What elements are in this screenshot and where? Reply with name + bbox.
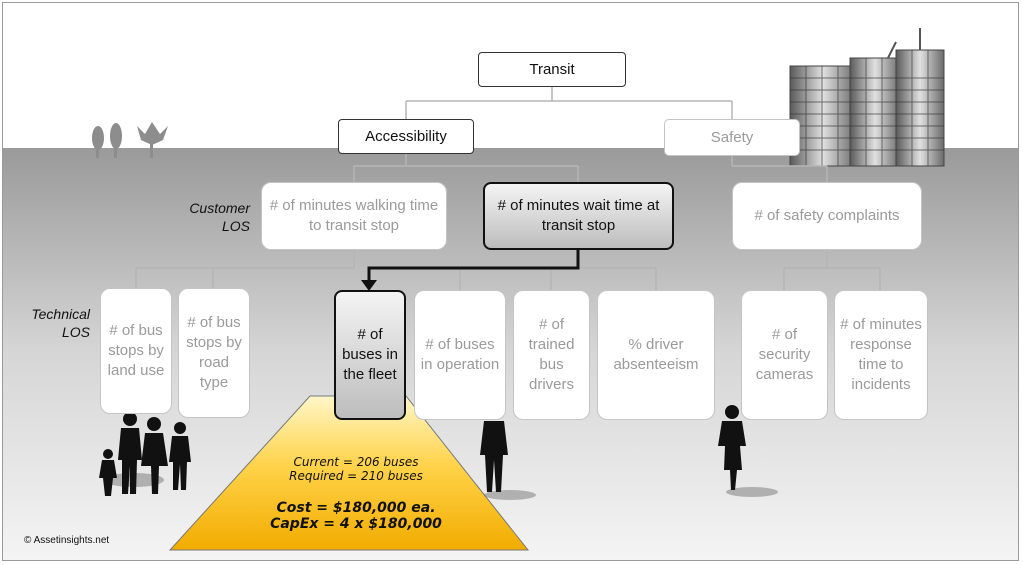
node-safety-complaints: # of safety complaints [732, 182, 922, 250]
callout-required: Required = 210 buses [289, 469, 423, 483]
node-walking-time: # of minutes walking time to transit sto… [261, 182, 447, 250]
node-wait-time: # of minutes wait time at transit stop [483, 182, 674, 250]
customer-los-label: Customer LOS [189, 200, 250, 234]
callout-capex: CapEx = 4 x $180,000 [270, 516, 442, 532]
node-security-cameras: # of security cameras [741, 290, 828, 420]
node-response-time: # of minutes response time to incidents [834, 290, 928, 420]
node-buses-in-fleet: # of buses in the fleet [334, 290, 406, 420]
woman-silhouette-icon [718, 405, 778, 497]
node-accessibility: Accessibility [338, 119, 474, 154]
node-transit: Transit [478, 52, 626, 87]
trees-icon [92, 122, 168, 158]
callout-cost: Cost = $180,000 ea. [276, 500, 436, 516]
highlight-arrow [361, 250, 580, 291]
node-safety: Safety [664, 119, 800, 156]
node-trained-bus-drivers: # of trained bus drivers [513, 290, 590, 420]
node-buses-in-operation: # of buses in operation [414, 290, 506, 420]
technical-los-label: Technical LOS [31, 306, 90, 340]
callout-current: Current = 206 buses [293, 455, 419, 469]
building-icon [789, 28, 945, 167]
node-driver-absenteeism: % driver absenteeism [597, 290, 715, 420]
node-bus-stops-land-use: # of bus stops by land use [100, 288, 172, 414]
family-silhouette-icon [99, 412, 191, 496]
copyright-text: © Assetinsights.net [24, 535, 110, 546]
node-bus-stops-road-type: # of bus stops by road type [178, 288, 250, 418]
